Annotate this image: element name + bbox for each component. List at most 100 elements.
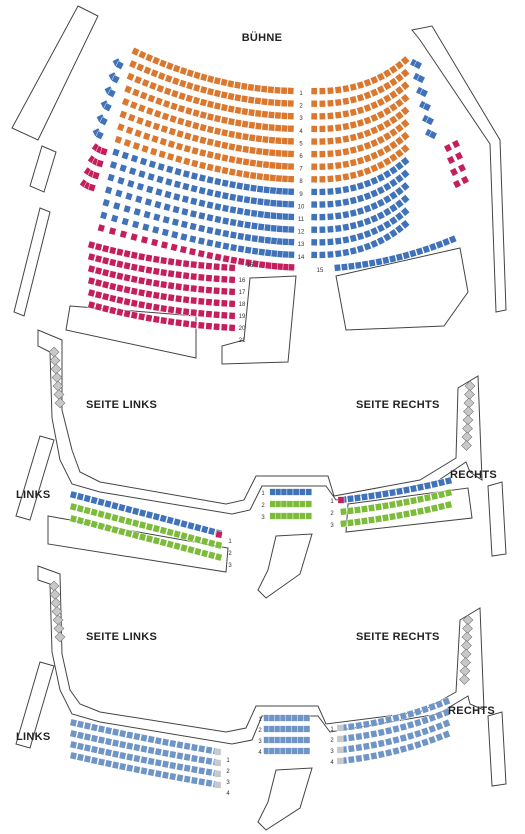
seat[interactable] [193,547,202,556]
seat[interactable] [349,133,358,142]
seat[interactable] [227,104,236,114]
seat[interactable] [310,100,318,108]
seat[interactable] [395,511,404,520]
seat[interactable] [123,249,132,259]
seat[interactable] [376,198,386,208]
seat[interactable] [258,260,266,269]
seat[interactable] [369,100,379,110]
seat[interactable] [394,60,405,71]
seat[interactable] [382,106,392,116]
seat[interactable] [287,150,295,158]
seat[interactable] [267,98,275,107]
seat[interactable] [124,517,133,526]
seat[interactable] [334,249,343,258]
box-seat[interactable] [463,397,475,409]
seat[interactable] [341,185,350,194]
seat[interactable] [186,68,195,78]
seat[interactable] [326,112,335,120]
seat[interactable] [228,299,236,308]
seat[interactable] [197,309,205,318]
seat[interactable] [435,240,444,250]
seat[interactable] [360,516,369,526]
seat[interactable] [179,519,189,529]
seat[interactable] [275,512,282,520]
seat[interactable] [90,734,99,743]
seat[interactable] [193,523,202,532]
seat[interactable] [287,187,295,196]
seat[interactable] [213,262,221,271]
seat[interactable] [213,189,222,199]
seat[interactable] [175,129,185,139]
seat[interactable] [368,258,377,268]
seat[interactable] [257,210,265,219]
seat[interactable] [159,280,168,289]
seat[interactable] [188,247,197,256]
seat[interactable] [228,287,236,296]
seat[interactable] [305,500,313,508]
seat[interactable] [263,223,272,232]
seat[interactable] [286,512,294,520]
seat[interactable] [130,287,139,296]
seat[interactable] [400,168,411,179]
seat[interactable] [376,223,386,233]
seat[interactable] [138,508,147,518]
seat[interactable] [367,503,376,513]
seat[interactable] [299,512,306,520]
seat[interactable] [326,250,335,259]
seat[interactable] [214,240,223,249]
seat[interactable] [87,183,97,192]
seat[interactable] [413,718,423,728]
seat[interactable] [197,285,205,294]
seat[interactable] [150,68,159,78]
seat[interactable] [69,729,78,739]
seat[interactable] [152,267,161,276]
seat[interactable] [214,781,222,789]
seat[interactable] [395,499,404,508]
seat[interactable] [167,305,175,314]
seat[interactable] [101,304,110,314]
seat[interactable] [104,748,113,757]
seat[interactable] [69,502,78,512]
seat[interactable] [138,532,147,542]
seat[interactable] [326,175,335,183]
seat[interactable] [374,490,383,500]
seat[interactable] [197,777,206,786]
seat[interactable] [394,85,405,96]
seat[interactable] [117,527,126,536]
seat[interactable] [179,531,189,541]
seat[interactable] [87,288,96,298]
seat[interactable] [264,261,273,270]
seat[interactable] [374,502,383,512]
seat[interactable] [369,213,379,224]
seat[interactable] [206,163,215,172]
seat[interactable] [226,79,235,89]
seat[interactable] [264,248,272,257]
seat[interactable] [154,187,164,197]
seat[interactable] [111,738,120,748]
seat[interactable] [197,755,206,764]
seat[interactable] [376,135,386,145]
seat[interactable] [406,731,415,741]
seat[interactable] [145,253,153,263]
seat[interactable] [267,111,276,119]
seat[interactable] [326,137,335,145]
seat[interactable] [148,81,158,91]
seat[interactable] [395,487,404,496]
seat[interactable] [334,224,343,233]
seat[interactable] [341,84,350,93]
seat[interactable] [268,725,276,733]
seat[interactable] [394,135,405,146]
seat[interactable] [163,190,173,199]
seat[interactable] [220,128,229,138]
seat[interactable] [347,262,356,271]
seat[interactable] [156,162,166,172]
seat[interactable] [174,294,183,303]
seat[interactable] [87,300,96,310]
seat[interactable] [76,753,85,762]
seat[interactable] [244,246,253,255]
seat[interactable] [326,238,335,246]
seat[interactable] [401,250,411,260]
seat[interactable] [173,167,183,177]
seat[interactable] [255,147,263,156]
seat[interactable] [163,86,172,96]
